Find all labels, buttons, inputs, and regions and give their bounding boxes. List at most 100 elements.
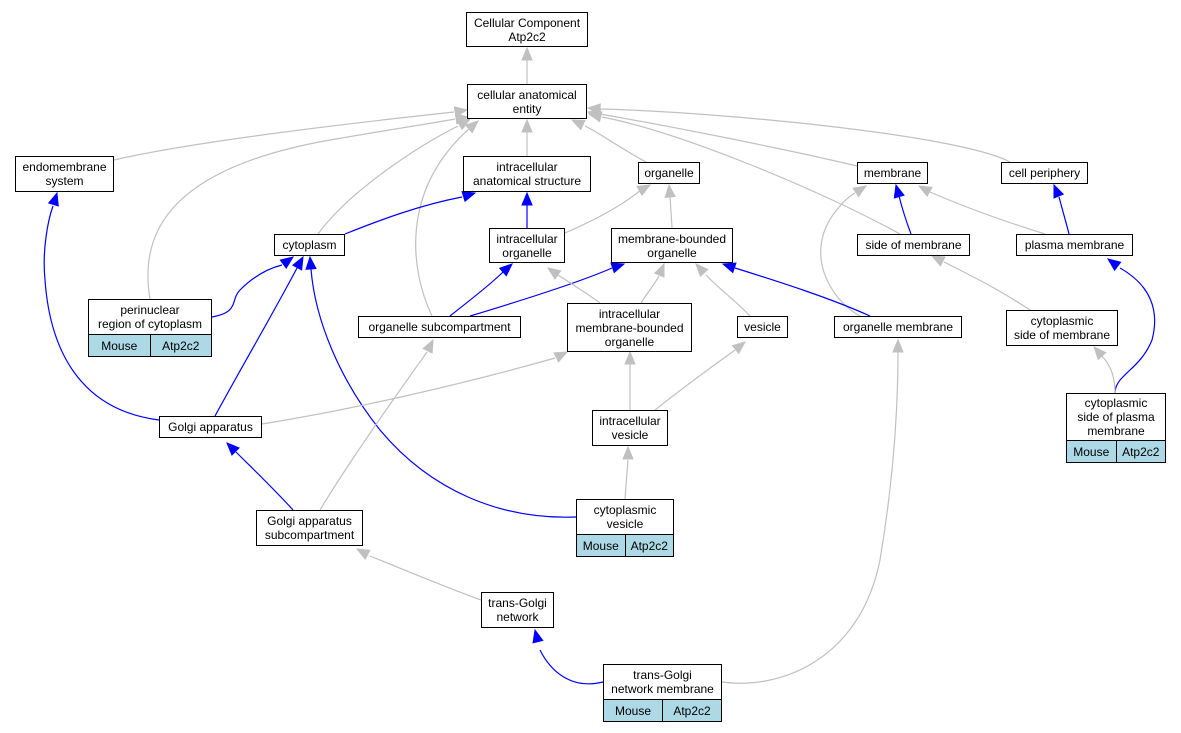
- edge-pm-to-cellper: [1053, 183, 1070, 235]
- edge-osub-to-mbo: [469, 262, 626, 317]
- arrowhead: [721, 262, 737, 274]
- arrowhead: [624, 350, 636, 365]
- arrowhead: [521, 118, 533, 133]
- edge-cv-to-iv: [622, 445, 634, 500]
- arrowhead: [930, 255, 946, 267]
- edge-osub-to-intorg: [449, 263, 513, 317]
- term-node-gasub[interactable]: Golgi apparatus subcompartment: [256, 510, 363, 546]
- arrowhead: [586, 103, 601, 115]
- arrowhead: [892, 338, 904, 353]
- arrowhead: [305, 255, 317, 270]
- term-node-intorg[interactable]: intracellular organelle: [489, 228, 565, 263]
- arrowhead: [279, 256, 295, 270]
- arrowhead: [422, 338, 434, 354]
- annotation-species[interactable]: Mouse: [89, 335, 150, 356]
- arrowhead: [570, 119, 586, 131]
- edge-intorg-to-organelle: [564, 184, 652, 234]
- edge-tgnm-to-orgmem: [721, 338, 904, 684]
- term-node-tgnm[interactable]: trans-Golgi network membrane: [603, 664, 722, 700]
- edge-cytoplasm-to-ias: [344, 191, 477, 235]
- arrowhead: [893, 183, 905, 199]
- arrowhead: [521, 191, 533, 206]
- term-node-pm[interactable]: plasma membrane: [1016, 234, 1133, 256]
- term-node-cellper[interactable]: cell periphery: [1001, 162, 1088, 184]
- arrowhead: [226, 442, 240, 456]
- annotation-gene[interactable]: Atp2c2: [662, 700, 721, 721]
- edge-cv-to-cytoplasm: [305, 255, 577, 518]
- term-node-ias[interactable]: intracellular anatomical structure: [463, 156, 591, 192]
- arrowhead: [464, 120, 479, 134]
- annotation-gene[interactable]: Atp2c2: [624, 535, 673, 556]
- term-node-vesicle[interactable]: vesicle: [737, 316, 788, 338]
- arrowhead: [1106, 258, 1122, 272]
- annotation-gene[interactable]: Atp2c2: [149, 335, 211, 356]
- edge-tgn-to-gasub: [355, 548, 482, 601]
- arrowhead: [47, 191, 59, 207]
- edge-cytspm-to-pm: [1106, 258, 1156, 394]
- edge-som-to-cae: [587, 111, 901, 235]
- term-node-imbo[interactable]: intracellular membrane-bounded organelle: [567, 303, 692, 352]
- edge-perinuc-to-cae: [147, 113, 470, 300]
- arrowhead: [521, 46, 533, 61]
- edge-mbo-to-organelle: [664, 183, 676, 229]
- edge-cellper-to-cae: [586, 103, 1011, 163]
- arrowhead: [1053, 183, 1065, 199]
- arrowhead: [553, 351, 569, 363]
- term-node-iv[interactable]: intracellular vesicle: [592, 410, 668, 446]
- term-node-cae[interactable]: cellular anatomical entity: [467, 84, 587, 119]
- arrowhead: [610, 262, 626, 274]
- arrowhead: [498, 263, 513, 277]
- edge-cae-to-root: [521, 46, 533, 84]
- annotation-species[interactable]: Mouse: [604, 700, 662, 721]
- edge-vesicle-to-mbo: [695, 263, 751, 317]
- term-node-perinuc[interactable]: perinuclear region of cytoplasm: [88, 299, 212, 335]
- term-node-organelle[interactable]: organelle: [638, 162, 700, 184]
- arrowhead: [546, 267, 562, 280]
- term-node-cv[interactable]: cytoplasmic vesicle: [576, 499, 674, 535]
- edge-imbo-to-mbo: [640, 262, 665, 304]
- edge-imbo-to-intorg: [546, 267, 601, 304]
- arrowhead: [454, 113, 470, 125]
- arrowhead: [664, 183, 676, 198]
- annotation-species[interactable]: Mouse: [1067, 441, 1116, 462]
- edge-osub-to-cae: [415, 120, 479, 317]
- annotation-gene[interactable]: Atp2c2: [1115, 441, 1165, 462]
- edge-tgnm-to-tgn: [532, 628, 604, 685]
- arrowhead: [532, 628, 544, 644]
- term-node-orgmem[interactable]: organelle membrane: [834, 316, 962, 338]
- arrowhead: [622, 445, 634, 460]
- arrowhead: [653, 262, 665, 278]
- term-node-tgn[interactable]: trans-Golgi network: [481, 592, 554, 628]
- annotation-species[interactable]: Mouse: [577, 535, 625, 556]
- term-node-cytoplasm[interactable]: cytoplasm: [274, 234, 345, 256]
- term-node-osub[interactable]: organelle subcompartment: [358, 316, 521, 338]
- edge-golgi-to-imbo: [261, 351, 569, 425]
- edge-golgi-to-cytoplasm: [214, 255, 304, 417]
- arrowhead: [587, 111, 603, 123]
- edge-orgmem-to-mbo: [721, 262, 871, 317]
- term-node-mbo[interactable]: membrane-bounded organelle: [611, 228, 733, 263]
- edge-golgi-to-endo: [43, 191, 160, 421]
- arrowhead: [1093, 346, 1107, 361]
- term-node-root[interactable]: Cellular Component Atp2c2: [466, 12, 588, 47]
- edge-organelle-to-cae: [570, 119, 647, 163]
- term-node-golgi[interactable]: Golgi apparatus: [159, 416, 262, 438]
- term-node-endo[interactable]: endomembrane system: [15, 156, 114, 192]
- edge-pm-to-membrane: [917, 185, 1046, 235]
- edge-som-to-membrane: [893, 183, 912, 235]
- arrowhead: [291, 255, 304, 271]
- arrowhead: [695, 263, 709, 278]
- term-node-membrane[interactable]: membrane: [857, 162, 928, 184]
- edge-cytspm-to-cytsom: [1093, 346, 1116, 394]
- arrowhead: [461, 191, 477, 203]
- edge-cytsom-to-som: [930, 255, 1031, 311]
- term-node-cytspm[interactable]: cytoplasmic side of plasma membrane: [1066, 393, 1166, 441]
- term-node-cytsom[interactable]: cytoplasmic side of membrane: [1006, 310, 1118, 346]
- term-node-som[interactable]: side of membrane: [857, 234, 970, 256]
